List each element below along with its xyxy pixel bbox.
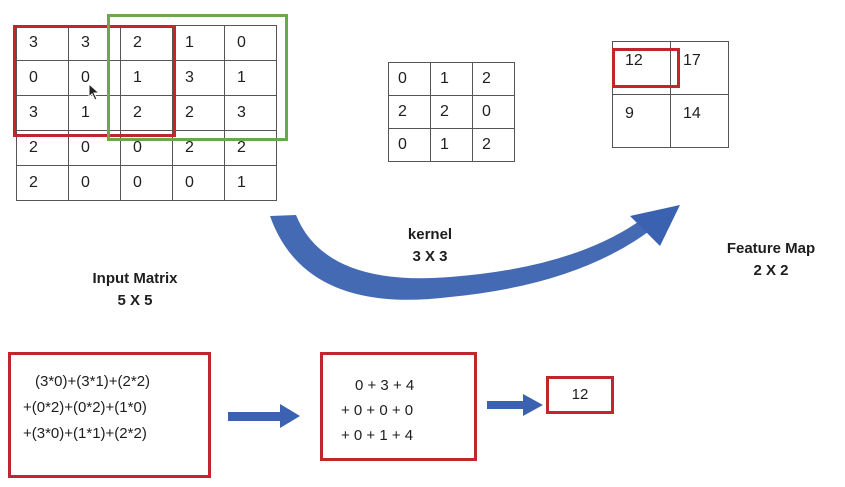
arrow-right-1 [228, 404, 300, 428]
red-window-highlight [13, 25, 176, 137]
input-matrix-cell: 0 [224, 25, 277, 61]
sums-line-3: + 0 + 1 + 4 [341, 427, 414, 444]
feature-map-highlight [612, 48, 680, 88]
result-box: 12 [546, 376, 614, 414]
input-matrix-cell: 0 [16, 60, 69, 96]
input-matrix-cell: 2 [172, 130, 225, 166]
green-window-highlight [107, 14, 288, 141]
input-matrix-cell: 0 [172, 165, 225, 201]
feature-map-label: Feature Map 2 X 2 [726, 240, 816, 279]
input-matrix-cell: 2 [224, 130, 277, 166]
products-line-3: +(3*0)+(1*1)+(2*2) [23, 425, 147, 442]
kernel-cell: 2 [388, 95, 431, 129]
arrow-right-2 [487, 394, 543, 416]
input-matrix-label: Input Matrix 5 X 5 [92, 270, 178, 309]
kernel-label: kernel 3 X 3 [407, 226, 453, 265]
products-line-2: +(0*2)+(0*2)+(1*0) [23, 399, 147, 416]
sums-box: 0 + 3 + 4 + 0 + 0 + 0 + 0 + 1 + 4 [320, 352, 477, 461]
result-value: 12 [571, 386, 589, 403]
kernel-cell: 0 [388, 62, 431, 96]
kernel-cell: 2 [472, 62, 515, 96]
input-matrix-cell: 0 [68, 165, 121, 201]
input-matrix-cell: 3 [16, 25, 69, 61]
mouse-cursor-icon [88, 82, 102, 106]
kernel-cell: 2 [472, 128, 515, 162]
sums-line-1: 0 + 3 + 4 [355, 377, 415, 394]
input-matrix-cell: 1 [224, 165, 277, 201]
input-matrix-cell: 2 [16, 165, 69, 201]
products-line-1: (3*0)+(3*1)+(2*2) [35, 373, 151, 390]
kernel-cell: 1 [430, 62, 473, 96]
input-matrix-cell: 1 [224, 60, 277, 96]
feature-map-cell: 14 [670, 94, 729, 148]
products-box: (3*0)+(3*1)+(2*2) +(0*2)+(0*2)+(1*0) +(3… [8, 352, 211, 478]
kernel-cell: 1 [430, 128, 473, 162]
input-matrix-cell: 3 [224, 95, 277, 131]
input-matrix-cell: 2 [120, 95, 173, 131]
sums-line-2: + 0 + 0 + 0 [341, 402, 414, 419]
